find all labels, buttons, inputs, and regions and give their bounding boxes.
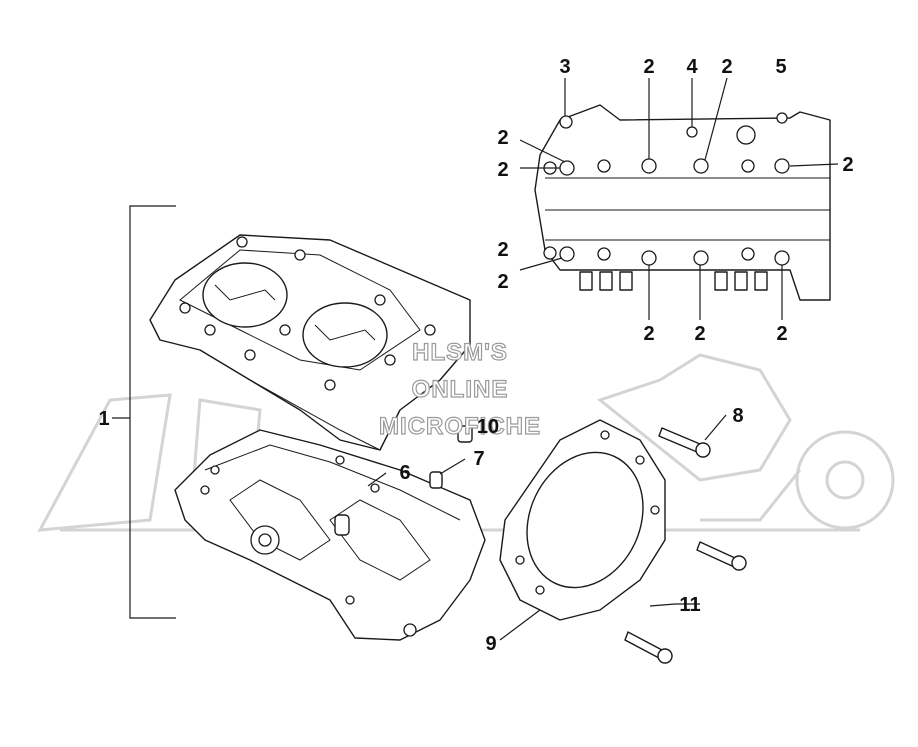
bolt-11-lower: [624, 631, 673, 664]
callout-10: 10: [477, 416, 499, 438]
callout-2h: 2: [643, 323, 654, 345]
callout-2g: 2: [497, 271, 508, 293]
callout-3: 3: [559, 56, 570, 78]
housing-part-9: [499, 419, 666, 621]
watermark-line-3: MICROFICHE: [379, 413, 541, 440]
crankcase-bottom-view: [534, 104, 831, 301]
bolt-8: [658, 427, 711, 458]
callout-2f: 2: [497, 239, 508, 261]
callout-2j: 2: [776, 323, 787, 345]
callout-9: 9: [485, 633, 496, 655]
dowel-pin-7: [429, 471, 443, 489]
callout-2d: 2: [721, 56, 732, 78]
callout-2c: 2: [643, 56, 654, 78]
callout-2b: 2: [497, 159, 508, 181]
callout-8: 8: [732, 405, 743, 427]
lower-crankcase: [174, 429, 486, 641]
bolt-11-upper: [696, 541, 747, 571]
callout-labels: 1 2 2 2 2 2 2 2 2 2 2 2 3 4 5 6 7 8 9 10…: [98, 56, 853, 655]
callout-5: 5: [775, 56, 786, 78]
watermark-line-1: HLSM'S: [412, 339, 508, 366]
upper-crankcase: [149, 234, 471, 451]
assembly-bracket: [112, 205, 176, 619]
watermark-line-2: ONLINE: [412, 376, 509, 403]
callout-2a: 2: [497, 127, 508, 149]
callout-6: 6: [399, 462, 410, 484]
callout-4: 4: [686, 56, 698, 78]
callout-11: 11: [679, 594, 700, 616]
callout-2e: 2: [842, 154, 853, 176]
dowel-pin-10: [457, 425, 473, 443]
callout-7: 7: [473, 448, 484, 470]
watermark-text: HLSM'S ONLINE MICROFICHE: [378, 338, 541, 440]
callout-1: 1: [98, 408, 109, 430]
callout-2i: 2: [694, 323, 705, 345]
leader-lines: [367, 77, 839, 641]
